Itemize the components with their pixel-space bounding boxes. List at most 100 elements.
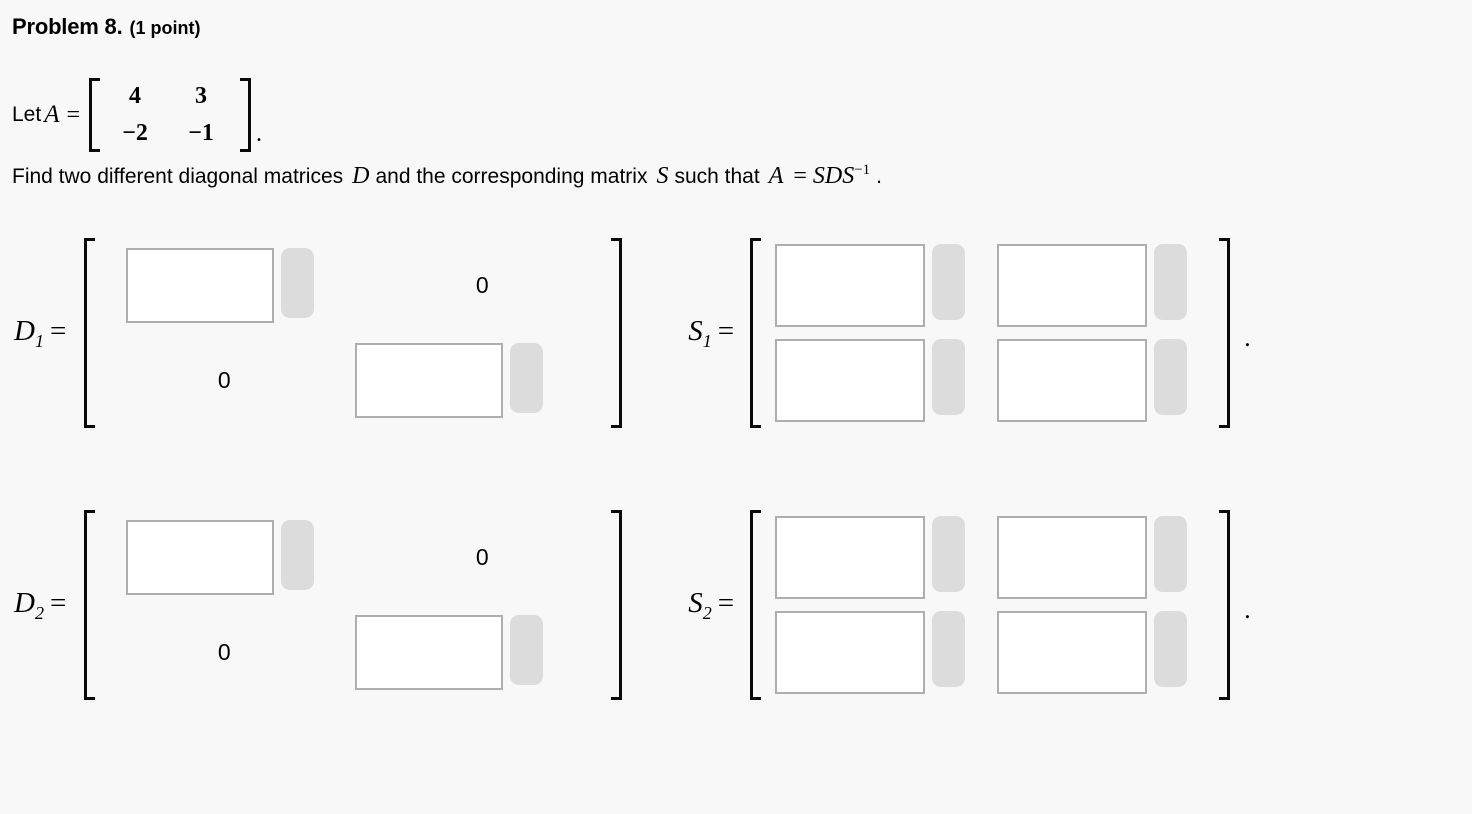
- s2-right-bracket-icon: [1219, 510, 1232, 700]
- s1-label: S1=: [688, 315, 734, 352]
- s2-input-r0c0[interactable]: [775, 516, 926, 599]
- matrix-a-label: A: [44, 101, 60, 128]
- s1-period: .: [1244, 323, 1251, 352]
- s1-label-letter: S: [688, 314, 703, 347]
- s2-label: S2=: [688, 587, 734, 624]
- s1-cell-r1c0[interactable]: [775, 339, 966, 422]
- s2-tab-r1c0[interactable]: [932, 611, 966, 687]
- s1-tab-r0c1[interactable]: [1154, 244, 1188, 320]
- s2-input-r0c1[interactable]: [997, 516, 1148, 599]
- s1-input-r1c1[interactable]: [997, 339, 1148, 422]
- instruction-text: Find two different diagonal matrices D a…: [12, 162, 888, 190]
- s1-cell-r0c0[interactable]: [775, 244, 966, 327]
- d2-label: D2=: [14, 587, 66, 624]
- d1-input-r1c1[interactable]: [355, 343, 504, 418]
- d2-tab-r1c1[interactable]: [510, 615, 544, 685]
- s1-tab-r0c0[interactable]: [932, 244, 966, 320]
- matrix-a-period: .: [256, 121, 263, 147]
- s1-tab-r1c1[interactable]: [1154, 339, 1188, 415]
- s2-cell-r1c0[interactable]: [775, 611, 966, 694]
- d2-zero-r0c1: 0: [475, 544, 489, 570]
- instruction-period: .: [876, 165, 882, 188]
- matrix-a-cell-r1c1: −1: [188, 120, 214, 146]
- left-bracket-icon: [87, 78, 101, 152]
- instruction-eq-sds: SDS−1: [813, 162, 870, 190]
- d2-label-subscript: 2: [34, 602, 44, 623]
- matrix-a-grid: 4 3 −2 −1: [100, 78, 240, 152]
- s1-matrix: [748, 238, 1232, 428]
- s2-grid: [761, 510, 1219, 700]
- s1-grid: [761, 238, 1219, 428]
- d2-block: D2= 0 0: [14, 510, 624, 700]
- d1-cell-r0c0[interactable]: [95, 248, 315, 323]
- matrix-a-cell-r0c1: 3: [195, 83, 208, 109]
- s1-tab-r1c0[interactable]: [932, 339, 966, 415]
- d2-right-bracket-icon: [611, 510, 624, 700]
- d1-right-bracket-icon: [611, 238, 624, 428]
- d2-cell-r0c0[interactable]: [95, 520, 315, 595]
- s2-cell-r0c1[interactable]: [997, 516, 1188, 599]
- s1-input-r1c0[interactable]: [775, 339, 926, 422]
- d2-label-letter: D: [14, 586, 35, 619]
- matrix-a: 4 3 −2 −1: [87, 78, 253, 152]
- s1-cell-r1c1[interactable]: [997, 339, 1188, 422]
- d1-block: D1= 0 0: [14, 238, 624, 428]
- s2-input-r1c1[interactable]: [997, 611, 1148, 694]
- s2-input-r1c0[interactable]: [775, 611, 926, 694]
- matrix-a-definition: Let A = 4 3 −2 −1 .: [12, 78, 262, 152]
- d1-tab-r0c0[interactable]: [281, 248, 315, 318]
- s1-left-bracket-icon: [748, 238, 762, 428]
- instruction-eq-sds-text: SDS: [812, 163, 855, 189]
- instruction-part-3: such that: [674, 165, 760, 188]
- d1-tab-r1c1[interactable]: [510, 343, 544, 413]
- answer-row-2: D2= 0 0 S2=: [0, 510, 1472, 700]
- s1-equals: =: [717, 314, 735, 347]
- d2-input-r1c1[interactable]: [355, 615, 504, 690]
- answer-row-1: D1= 0 0 S1=: [0, 238, 1472, 428]
- d1-zero-r0c1: 0: [475, 272, 489, 298]
- s2-equals: =: [717, 586, 735, 619]
- let-word: Let: [12, 103, 42, 126]
- matrix-a-cell-r0c0: 4: [129, 83, 142, 109]
- instruction-part-2: and the corresponding matrix: [375, 165, 648, 188]
- s2-tab-r1c1[interactable]: [1154, 611, 1188, 687]
- instruction-eq-equals: =: [793, 163, 807, 189]
- problem-points: (1 point): [129, 18, 201, 38]
- s1-cell-r0c1[interactable]: [997, 244, 1188, 327]
- equals-sign: =: [66, 101, 81, 128]
- s1-label-subscript: 1: [702, 330, 712, 351]
- problem-header: Problem 8. (1 point): [12, 14, 200, 40]
- instruction-var-d: D: [352, 163, 370, 189]
- s2-left-bracket-icon: [748, 510, 762, 700]
- s1-right-bracket-icon: [1219, 238, 1232, 428]
- instruction-part-1: Find two different diagonal matrices: [12, 165, 344, 188]
- d1-label-subscript: 1: [34, 330, 44, 351]
- s1-input-r0c1[interactable]: [997, 244, 1148, 327]
- d1-input-r0c0[interactable]: [126, 248, 275, 323]
- d2-left-bracket-icon: [82, 510, 96, 700]
- s2-tab-r0c1[interactable]: [1154, 516, 1188, 592]
- d1-label: D1=: [14, 315, 66, 352]
- s2-cell-r0c0[interactable]: [775, 516, 966, 599]
- s1-input-r0c0[interactable]: [775, 244, 926, 327]
- s2-label-subscript: 2: [702, 602, 712, 623]
- d1-grid: 0 0: [95, 238, 611, 428]
- s2-tab-r0c0[interactable]: [932, 516, 966, 592]
- d1-zero-r1c0: 0: [217, 367, 231, 393]
- page-title: Problem 8.: [12, 14, 123, 39]
- d1-left-bracket-icon: [82, 238, 96, 428]
- d2-input-r0c0[interactable]: [126, 520, 275, 595]
- d1-cell-r1c1[interactable]: [353, 343, 544, 418]
- d2-zero-r1c0: 0: [217, 639, 231, 665]
- s2-matrix: [748, 510, 1232, 700]
- d2-grid: 0 0: [95, 510, 611, 700]
- d1-equals: =: [49, 314, 67, 347]
- s2-label-letter: S: [688, 586, 703, 619]
- d2-tab-r0c0[interactable]: [281, 520, 315, 590]
- d2-cell-r1c1[interactable]: [353, 615, 544, 690]
- s2-cell-r1c1[interactable]: [997, 611, 1188, 694]
- matrix-a-cell-r1c0: −2: [122, 120, 148, 146]
- d1-label-letter: D: [14, 314, 35, 347]
- s2-block: S2=: [688, 510, 1251, 700]
- d2-equals: =: [49, 586, 67, 619]
